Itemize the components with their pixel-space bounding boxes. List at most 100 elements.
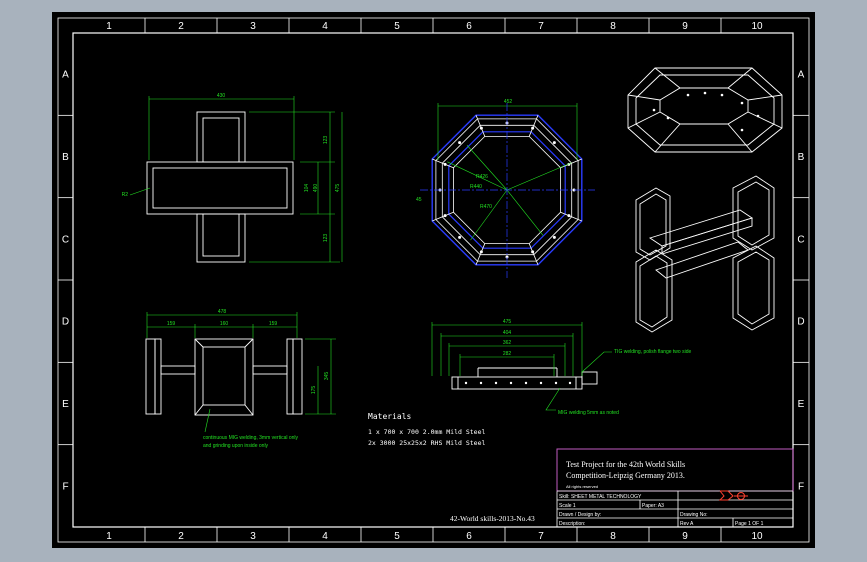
top-view-dim-right-outer: 475 [335, 184, 341, 193]
isometric-octagon-tray [627, 67, 783, 153]
zone-col-label-b-7: 7 [538, 531, 544, 542]
octagon-hole [567, 214, 571, 218]
octagon-radial-dim [466, 145, 508, 191]
zone-row-label-l-F: F [62, 481, 68, 492]
skill-label: Skill: SHEET METAL TECHNOLOGY [559, 494, 642, 500]
octagon-radial-dim [470, 189, 508, 241]
top-view-dim-left: R2 [122, 192, 129, 198]
zone-col-label-t-7: 7 [538, 21, 544, 32]
zone-col-label-t-6: 6 [466, 21, 472, 32]
octagon-corner-line [528, 243, 539, 265]
drawing-no-label: Drawing No: [680, 512, 708, 518]
isometric-tray-holes [652, 91, 760, 132]
front-view-dim-total: 478 [218, 309, 227, 315]
page-label: Page 1 OF 1 [735, 521, 764, 527]
zone-col-label-b-9: 9 [682, 531, 688, 542]
section-dim-2: 404 [503, 330, 512, 336]
section-note-tig: TIG welding, polish flange two side [614, 349, 691, 355]
zone-row-label-l-B: B [62, 152, 69, 163]
octagon-hole [443, 214, 447, 218]
zone-col-label-t-2: 2 [178, 21, 184, 32]
octagon-dim-d1: R426 [476, 174, 488, 180]
top-view-dim-right-mid1: 104 [304, 184, 310, 193]
drawing-sheet [52, 12, 815, 548]
title-line-2: Competition-Leipzig Germany 2013. [566, 471, 685, 480]
zone-col-label-t-5: 5 [394, 21, 400, 32]
front-view-dimensions [146, 312, 336, 433]
octagon-hole [531, 126, 535, 130]
section-view [451, 367, 598, 390]
title-line-1: Test Project for the 42th World Skills [566, 460, 685, 469]
top-view-dimensions [129, 96, 343, 263]
front-view-dim-height2: 345 [324, 372, 330, 381]
section-dim-1: 475 [503, 319, 512, 325]
top-view-dim-width: 430 [217, 93, 226, 99]
zone-col-label-b-5: 5 [394, 531, 400, 542]
octagon-hole [552, 141, 556, 145]
top-view [146, 111, 294, 263]
octagon-hole [479, 126, 483, 130]
zone-row-label-r-A: A [798, 70, 805, 81]
zone-col-label-b-1: 1 [106, 531, 112, 542]
front-view [145, 338, 303, 416]
materials-line-2: 2x 3000 25x25x2 RHS Mild Steel [368, 439, 485, 447]
zone-row-label-l-C: C [62, 234, 69, 245]
front-view-weld-note-1: continuous MIG welding, 3mm vertical onl… [203, 435, 299, 441]
rights-reserved: All rights reserved [566, 484, 598, 489]
zone-col-label-t-3: 3 [250, 21, 256, 32]
zone-col-label-b-10: 10 [751, 531, 763, 542]
section-dim-3: 362 [503, 340, 512, 346]
top-view-dim-right-upper: 123 [323, 136, 329, 145]
zone-col-label-t-4: 4 [322, 21, 328, 32]
zone-col-label-t-10: 10 [751, 21, 763, 32]
zone-row-label-l-D: D [62, 317, 69, 328]
zone-row-label-r-B: B [798, 152, 805, 163]
rev-label: Rev A [680, 521, 694, 527]
zone-col-label-t-9: 9 [682, 21, 688, 32]
octagon-hole [458, 235, 462, 239]
octagon-corner-line [560, 211, 582, 222]
paper-label: Paper: A3 [642, 503, 664, 509]
drawn-label: Drawn / Design by: [559, 512, 601, 518]
title-block [556, 448, 794, 528]
octagon-dim-d2: R440 [470, 184, 482, 190]
zone-col-label-b-3: 3 [250, 531, 256, 542]
section-view-holes [464, 381, 572, 385]
octagon-corner-line [432, 211, 454, 222]
zone-col-label-t-8: 8 [610, 21, 616, 32]
octagon-radial-dim [506, 162, 572, 191]
project-id: 42-World skills-2013-No.43 [450, 514, 535, 523]
octagon-hole [479, 250, 483, 254]
zone-col-label-b-6: 6 [466, 531, 472, 542]
octagon-view [420, 103, 595, 278]
front-view-dim-height1: 175 [311, 386, 317, 395]
zone-row-label-r-D: D [797, 317, 804, 328]
octagon-hole [458, 141, 462, 145]
octagon-corner-line [475, 115, 486, 137]
front-view-dim-mid: 160 [220, 321, 229, 327]
octagon-hole [552, 235, 556, 239]
zone-row-label-r-E: E [798, 399, 805, 410]
top-view-dim-right-mid2: 490 [313, 184, 319, 193]
description-label: Description: [559, 521, 585, 527]
zone-col-label-b-4: 4 [322, 531, 328, 542]
top-view-dim-right-lower: 123 [323, 234, 329, 243]
zone-row-label-r-F: F [798, 481, 804, 492]
zone-col-label-t-1: 1 [106, 21, 112, 32]
zone-col-label-b-8: 8 [610, 531, 616, 542]
zone-row-label-l-E: E [62, 399, 69, 410]
section-note-mig: MIG welding 5mm as noted [558, 410, 619, 416]
isometric-frame [635, 175, 775, 333]
section-view-dimensions [431, 322, 612, 411]
front-view-dim-left: 159 [167, 321, 176, 327]
octagon-radial-dim [447, 161, 508, 191]
zone-row-label-l-A: A [62, 70, 69, 81]
octagon-radial-dim [506, 189, 544, 236]
octagon-hole [443, 162, 447, 166]
zone-row-label-r-C: C [797, 234, 804, 245]
section-dim-4: 282 [503, 351, 512, 357]
octagon-dim-side: 45 [416, 197, 422, 203]
materials-heading: Materials [368, 412, 412, 421]
